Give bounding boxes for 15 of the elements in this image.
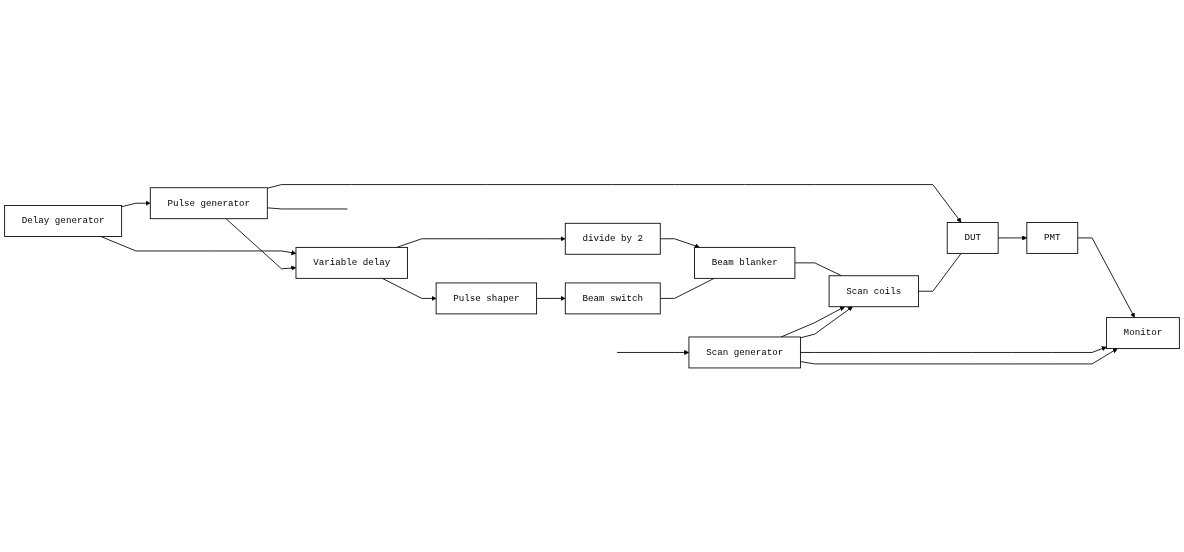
- connector: [918, 252, 962, 292]
- node-box: Beam blanker: [694, 246, 796, 279]
- node-box: Delay generator: [4, 204, 123, 237]
- node-box: Variable delay: [295, 246, 408, 279]
- connector: [659, 277, 715, 299]
- node-box: Beam switch: [564, 282, 661, 315]
- node-box: PMT: [1026, 221, 1079, 254]
- node-box: Scan generator: [688, 336, 801, 369]
- node-box: Pulse generator: [149, 187, 268, 219]
- node-box: divide by 2: [564, 222, 661, 255]
- node-box: Monitor: [1106, 316, 1180, 349]
- node-box: Scan coils: [828, 275, 919, 307]
- connector: [266, 207, 348, 210]
- node-box: Pulse shaper: [435, 282, 538, 315]
- node-box: DUT: [946, 221, 999, 254]
